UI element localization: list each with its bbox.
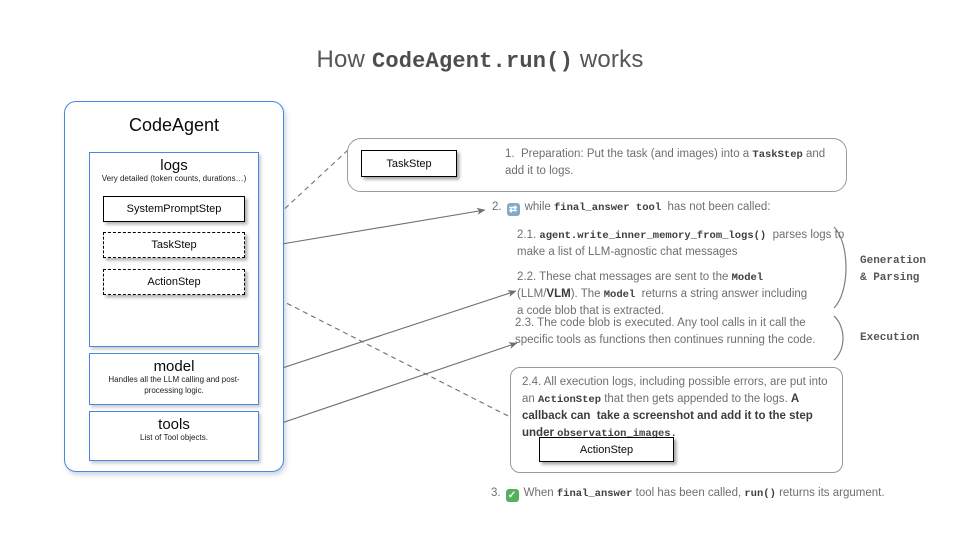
execution-label: Execution: [860, 332, 920, 344]
systempromptstep-box: SystemPromptStep: [103, 196, 245, 222]
slide-title: How CodeAgent.run() works: [0, 46, 960, 74]
model-container: model Handles all the LLM calling and po…: [89, 353, 259, 405]
tools-container: tools List of Tool objects.: [89, 411, 259, 461]
model-subtitle: Handles all the LLM calling and post-pro…: [108, 375, 240, 395]
logs-subtitle: Very detailed (token counts, durations…): [101, 174, 247, 184]
taskstep-chip: TaskStep: [361, 150, 457, 177]
logs-label: logs: [160, 157, 188, 174]
step1-note-box: TaskStep 1. Preparation: Put the task (a…: [347, 138, 847, 192]
step3-line: 3.✓When final_answer tool has been calle…: [491, 487, 885, 502]
model-label: model: [153, 358, 195, 375]
step22-text: 2.2. These chat messages are sent to the…: [517, 271, 811, 318]
step2-number: 2.: [492, 201, 502, 213]
step24-text: 2.4. All execution logs, including possi…: [522, 376, 831, 440]
title-prefix: How: [316, 46, 372, 73]
taskstep-chip-label: TaskStep: [386, 157, 432, 170]
step23-text: 2.3. The code blob is executed. Any tool…: [515, 317, 816, 346]
logs-container: logs Very detailed (token counts, durati…: [89, 152, 259, 347]
generation-parsing-label: Generation & Parsing: [860, 255, 927, 284]
step2-line: 2.⇄while final_answer tool has not been …: [492, 201, 771, 216]
arrow-note24-to-logs-actionstep: [250, 284, 517, 421]
codeagent-container: CodeAgent logs Very detailed (token coun…: [64, 101, 284, 472]
arrow-logs-to-step2: [257, 207, 486, 249]
actionstep-box: ActionStep: [103, 269, 245, 295]
title-code: CodeAgent.run(): [371, 49, 573, 74]
step1-text: 1. Preparation: Put the task (and images…: [505, 148, 829, 178]
arrow-tools-step23: [260, 342, 518, 431]
taskstep-box: TaskStep: [103, 232, 245, 258]
tools-subtitle: List of Tool objects.: [140, 433, 208, 443]
taskstep-label: TaskStep: [151, 239, 197, 251]
title-suffix: works: [572, 46, 644, 73]
systempromptstep-label: SystemPromptStep: [126, 203, 222, 215]
codeagent-label: CodeAgent: [128, 115, 220, 135]
step21-text: 2.1. agent.write_inner_memory_from_logs(…: [517, 229, 848, 259]
tools-label: tools: [158, 416, 190, 433]
actionstep-chip-label: ActionStep: [579, 443, 634, 456]
check-icon: ✓: [505, 489, 519, 502]
actionstep-chip: ActionStep: [539, 437, 674, 462]
arrow-model-step22: [260, 290, 517, 376]
actionstep-label: ActionStep: [147, 276, 201, 288]
step3-number: 3.: [491, 487, 501, 499]
repeat-icon: ⇄: [506, 203, 520, 216]
step24-note-box: 2.4. All execution logs, including possi…: [510, 367, 843, 473]
